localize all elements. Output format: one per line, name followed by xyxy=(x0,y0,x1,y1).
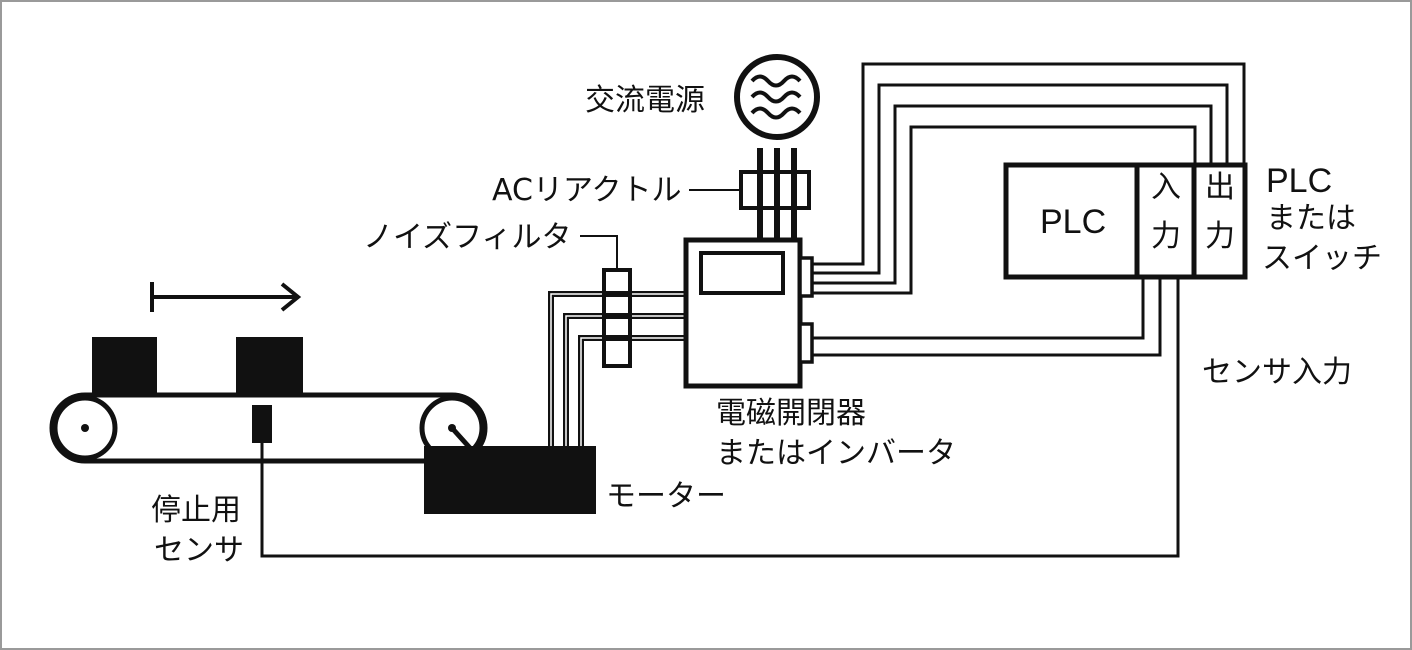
stop-sensor xyxy=(252,405,272,443)
ac-power-label: 交流電源 xyxy=(585,83,705,118)
motor xyxy=(424,446,596,514)
plc-input-char2: 力 xyxy=(1151,219,1181,254)
contactor-label-line1: 電磁開閉器 xyxy=(716,396,866,431)
noise-filter-leader xyxy=(580,235,618,270)
noise-filter-label: ノイズフィルタ xyxy=(363,220,572,255)
plc-input-char1: 入 xyxy=(1151,170,1181,205)
contactor-output-terminal xyxy=(798,256,814,298)
conveyor-item-1 xyxy=(92,337,157,395)
ac-reactor-label: ACリアクトル xyxy=(492,173,681,208)
plc-output-wires xyxy=(812,62,1246,295)
conveyor-roller-left xyxy=(52,395,118,461)
plc-output-char2: 力 xyxy=(1205,219,1235,254)
sensor-wire xyxy=(260,277,1180,558)
plc-output-char1: 出 xyxy=(1205,170,1235,205)
plc-unit xyxy=(1003,162,1248,280)
plc-box-label: PLC xyxy=(1040,203,1106,241)
motor-label: モーター xyxy=(606,479,726,514)
sine-wave-icon xyxy=(734,54,820,140)
right-arrow-icon xyxy=(150,282,302,312)
contactor-label-line2: またはインバータ xyxy=(716,436,956,471)
sensor-input-label: センサ入力 xyxy=(1202,355,1352,390)
contactor-display xyxy=(699,251,785,295)
contactor-input-terminal xyxy=(798,322,814,364)
plc-switch-label-line3: スイッチ xyxy=(1262,241,1382,276)
conveyor-item-2 xyxy=(236,337,303,395)
stop-sensor-label-line1: 停止用 xyxy=(151,493,241,528)
plc-switch-label-line2: または xyxy=(1266,201,1356,236)
roller-left-axle xyxy=(81,424,89,432)
roller-shaft xyxy=(450,426,472,450)
plc-switch-label-line1: PLC xyxy=(1266,162,1332,200)
plc-input-wires xyxy=(812,277,1162,357)
stop-sensor-label-line2: センサ xyxy=(154,533,244,568)
